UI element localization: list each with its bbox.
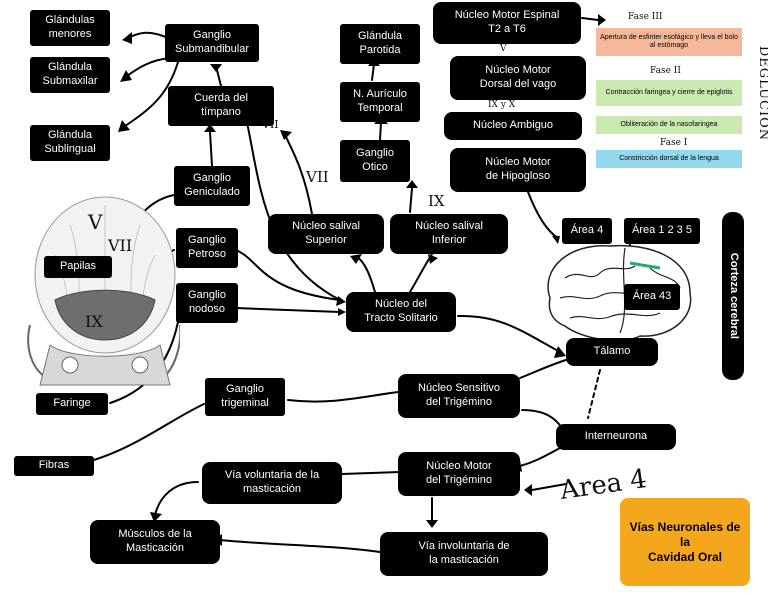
- note-fase3: Apertura de esfinter esofágico y lleva e…: [596, 28, 742, 56]
- handwriting-deglucion: DEGLUCIÓN: [756, 45, 768, 142]
- glandulas-menores-node: Glándulas menores: [30, 10, 110, 46]
- corteza-cerebral-label: Corteza cerebral: [727, 252, 740, 340]
- nucleo-motor-vago-node: Núcleo Motor Dorsal del vago: [450, 56, 586, 100]
- interneurona-node: Interneurona: [556, 424, 676, 450]
- via-voluntaria-node: Vía voluntaria de la masticación: [202, 462, 342, 504]
- handwriting-vii-b: VII: [262, 118, 279, 131]
- corteza-cerebral-node: Corteza cerebral: [722, 212, 744, 380]
- nucleo-tracto-solitario-node: Núcleo del Tracto Solitario: [346, 292, 456, 332]
- ganglio-submandibular-node: Ganglio Submandibular: [165, 24, 259, 62]
- talamo-node: Tálamo: [566, 338, 658, 366]
- handwriting-vii-tongue: VII: [108, 236, 133, 255]
- nucleo-salival-superior-node: Núcleo salival Superior: [268, 214, 384, 254]
- ganglio-nodoso-node: Ganglio nodoso: [176, 283, 238, 323]
- handwriting-v: V: [500, 44, 507, 54]
- area-123-node: Área 1 2 3 5: [624, 218, 700, 244]
- ganglio-petroso-node: Ganglio Petroso: [176, 228, 238, 268]
- nucleo-ambiguo-node: Núcleo Ambiguo: [444, 112, 582, 140]
- brain-illustration: [547, 244, 692, 342]
- handwriting-ix: IX: [428, 192, 445, 210]
- nucleo-motor-trigemino-node: Núcleo Motor del Trigémino: [398, 452, 520, 496]
- fibras-node: Fibras: [14, 456, 94, 476]
- handwriting-v-tongue: V: [88, 210, 103, 234]
- nucleo-motor-espinal-node: Núcleo Motor Espinal T2 a T6: [433, 2, 581, 44]
- area-4-node: Área 4: [562, 218, 612, 244]
- ganglio-otico-node: Ganglio Otico: [340, 140, 410, 182]
- glandula-submaxilar-node: Glándula Submaxilar: [30, 57, 110, 93]
- ganglio-geniculado-node: Ganglio Geniculado: [174, 166, 250, 206]
- handwriting-fase1: Fase I: [660, 138, 688, 148]
- handwriting-ix-tongue: IX: [85, 312, 103, 331]
- nucleo-sensitivo-trigemino-node: Núcleo Sensitivo del Trigémino: [398, 374, 520, 418]
- nucleo-salival-inferior-node: Núcleo salival Inferior: [390, 214, 508, 254]
- via-involuntaria-node: Vía involuntaria de la masticación: [380, 532, 548, 576]
- vias-neuronales-title: Vías Neuronales de la Cavidad Oral: [620, 498, 750, 586]
- note-fase2: Contracción faringea y cierre de epiglot…: [596, 80, 742, 106]
- n-auriculo-temporal-node: N. Aurículo Temporal: [340, 82, 420, 122]
- faringe-node: Faringe: [36, 393, 108, 415]
- musculos-masticacion-node: Músculos de la Masticación: [90, 520, 220, 564]
- papilas-node: Papilas: [44, 256, 112, 278]
- handwriting-fase3: Fase III: [628, 12, 663, 22]
- glandula-parotida-node: Glándula Parotida: [340, 24, 420, 64]
- area-43-node: Área 43: [624, 284, 680, 310]
- note-fase1: Constricción dorsal de la lengua: [596, 150, 742, 168]
- glandula-sublingual-node: Glándula Sublingual: [30, 125, 110, 161]
- ganglio-trigeminal-node: Ganglio trigeminal: [205, 378, 285, 416]
- handwriting-ix-x: IX y X: [488, 100, 516, 110]
- cuerda-timpano-node: Cuerda del tímpano: [168, 86, 274, 126]
- handwriting-vii-a: VII: [306, 168, 329, 186]
- handwriting-fase2: Fase II: [650, 66, 681, 76]
- nucleo-motor-hipogloso-node: Núcleo Motor de Hipogloso: [450, 148, 586, 192]
- note-fase1b: Obliteración de la nasofaringea: [596, 116, 742, 134]
